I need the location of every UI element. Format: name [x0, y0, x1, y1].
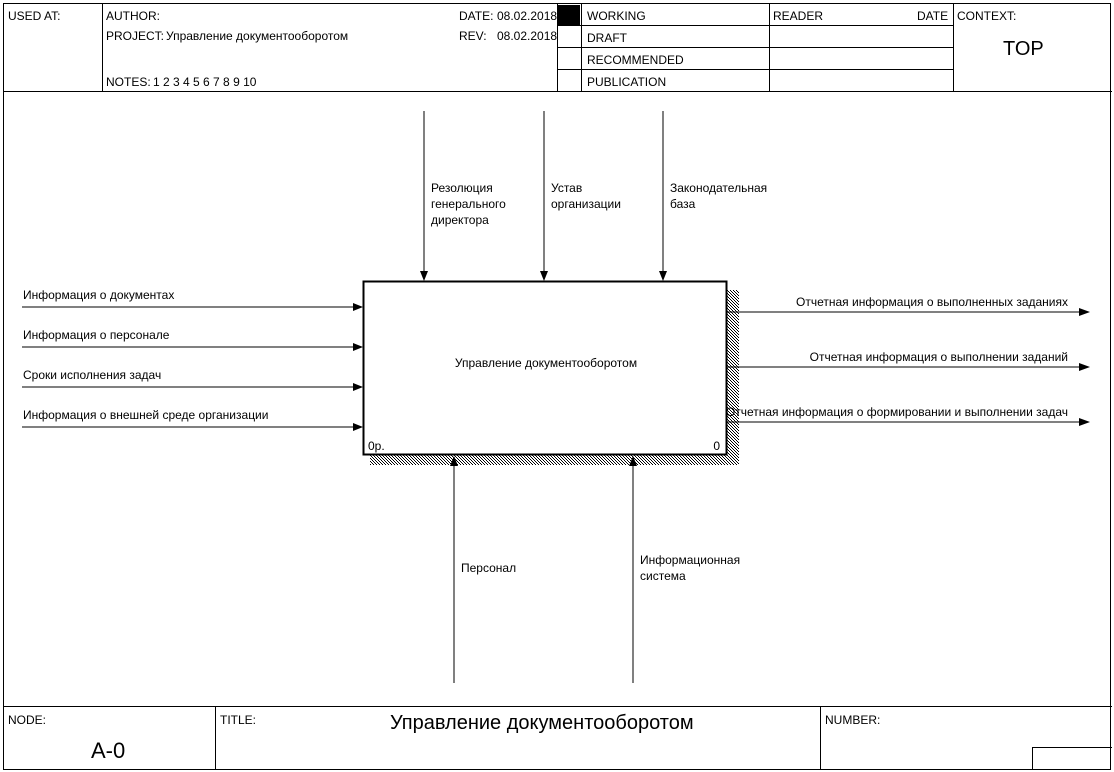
header-row-line [557, 25, 953, 26]
output-arrow-label: Отчетная информация о формировании и вып… [726, 405, 1068, 419]
context-value: TOP [1003, 38, 1044, 60]
output-arrowhead [1079, 418, 1090, 426]
footer-block: NODE: A-0 TITLE: Управление документообо… [4, 706, 1112, 770]
input-arrow-label: Сроки исполнения задач [23, 368, 161, 382]
mechanism-arrowhead [629, 456, 637, 466]
mechanism-arrowhead [450, 456, 458, 466]
author-label: AUTHOR: [106, 9, 160, 23]
control-arrow-label: Устав [551, 181, 582, 195]
notes-values: 1 2 3 4 5 6 7 8 9 10 [153, 75, 257, 89]
header-row-line [557, 47, 953, 48]
output-arrowhead [1079, 363, 1090, 371]
title-label: TITLE: [220, 713, 257, 727]
footer-divider [820, 707, 821, 770]
header-divider [102, 4, 103, 92]
header-row-line [557, 69, 953, 70]
control-arrow-label: база [670, 197, 696, 211]
status-draft: DRAFT [587, 31, 627, 45]
activity-box-number: 0 [713, 439, 720, 453]
control-arrow-label: Законодательная [670, 181, 767, 195]
control-arrowhead [420, 271, 428, 281]
box-shadow-bottom [370, 455, 739, 465]
box-shadow-right [727, 290, 739, 465]
number-label: NUMBER: [825, 713, 881, 727]
header-block: USED AT: AUTHOR: PROJECT: Управление док… [4, 4, 1112, 92]
date-label: DATE: [459, 9, 494, 23]
control-arrow-label: генерального [431, 197, 506, 211]
output-arrows: Отчетная информация о выполненных задани… [726, 295, 1090, 426]
activity-box-label: Управление документооборотом [455, 356, 637, 370]
control-arrows: Резолюция генерального директора Устав орган… [420, 111, 767, 281]
output-arrowhead [1079, 308, 1090, 316]
rev-value: 08.02.2018 [497, 29, 558, 43]
header-divider [557, 4, 558, 92]
context-label: CONTEXT: [957, 9, 1017, 23]
input-arrowhead [353, 383, 363, 391]
input-arrowhead [353, 303, 363, 311]
output-arrow-label: Отчетная информация о выполнении заданий [810, 350, 1068, 364]
mechanism-arrow-label: система [640, 569, 686, 583]
status-recommended: RECOMMENDED [587, 53, 684, 67]
control-arrowhead [659, 271, 667, 281]
mechanism-arrow-label: Информационная [640, 553, 740, 567]
reader-label: READER [773, 9, 824, 23]
used-at-label: USED AT: [8, 9, 61, 23]
notes-label: NOTES: [106, 75, 151, 89]
project-label: PROJECT: [106, 29, 165, 43]
header-divider [581, 4, 582, 92]
header-divider [769, 4, 770, 92]
mechanism-arrow-label: Персонал [461, 561, 516, 575]
node-value: A-0 [91, 738, 126, 763]
working-status-marker [558, 5, 580, 25]
rev-label: REV: [459, 29, 487, 43]
reader-date-label: DATE [917, 9, 949, 23]
control-arrow-label: организации [551, 197, 621, 211]
control-arrow-label: директора [431, 213, 489, 227]
diagram-title: Управление документооборотом [390, 712, 694, 734]
input-arrow-label: Информация о персонале [23, 328, 170, 342]
date-value: 08.02.2018 [497, 9, 558, 23]
output-arrow-label: Отчетная информация о выполненных задани… [796, 295, 1068, 309]
control-arrow-label: Резолюция [431, 181, 493, 195]
footer-small-divider [1032, 747, 1033, 770]
mechanism-arrows: Персонал Информационная система [450, 456, 740, 683]
activity-box [362, 280, 728, 456]
project-value: Управление документооборотом [166, 29, 349, 43]
node-label: NODE: [8, 713, 47, 727]
input-arrow-label: Информация о внешней среде организации [23, 408, 268, 422]
input-arrowhead [353, 423, 363, 431]
control-arrowhead [540, 271, 548, 281]
status-working: WORKING [587, 9, 646, 23]
footer-small-line [1032, 747, 1112, 748]
idef0-diagram: Управление документооборотом 0р. 0 Инфор… [22, 111, 1090, 683]
activity-box-cost: 0р. [368, 439, 385, 453]
idef0-frame: USED AT: AUTHOR: PROJECT: Управление док… [3, 3, 1112, 770]
input-arrow-label: Информация о документах [23, 288, 174, 302]
footer-divider [215, 707, 216, 770]
input-arrowhead [353, 343, 363, 351]
status-publication: PUBLICATION [587, 75, 667, 89]
header-divider [953, 4, 954, 92]
